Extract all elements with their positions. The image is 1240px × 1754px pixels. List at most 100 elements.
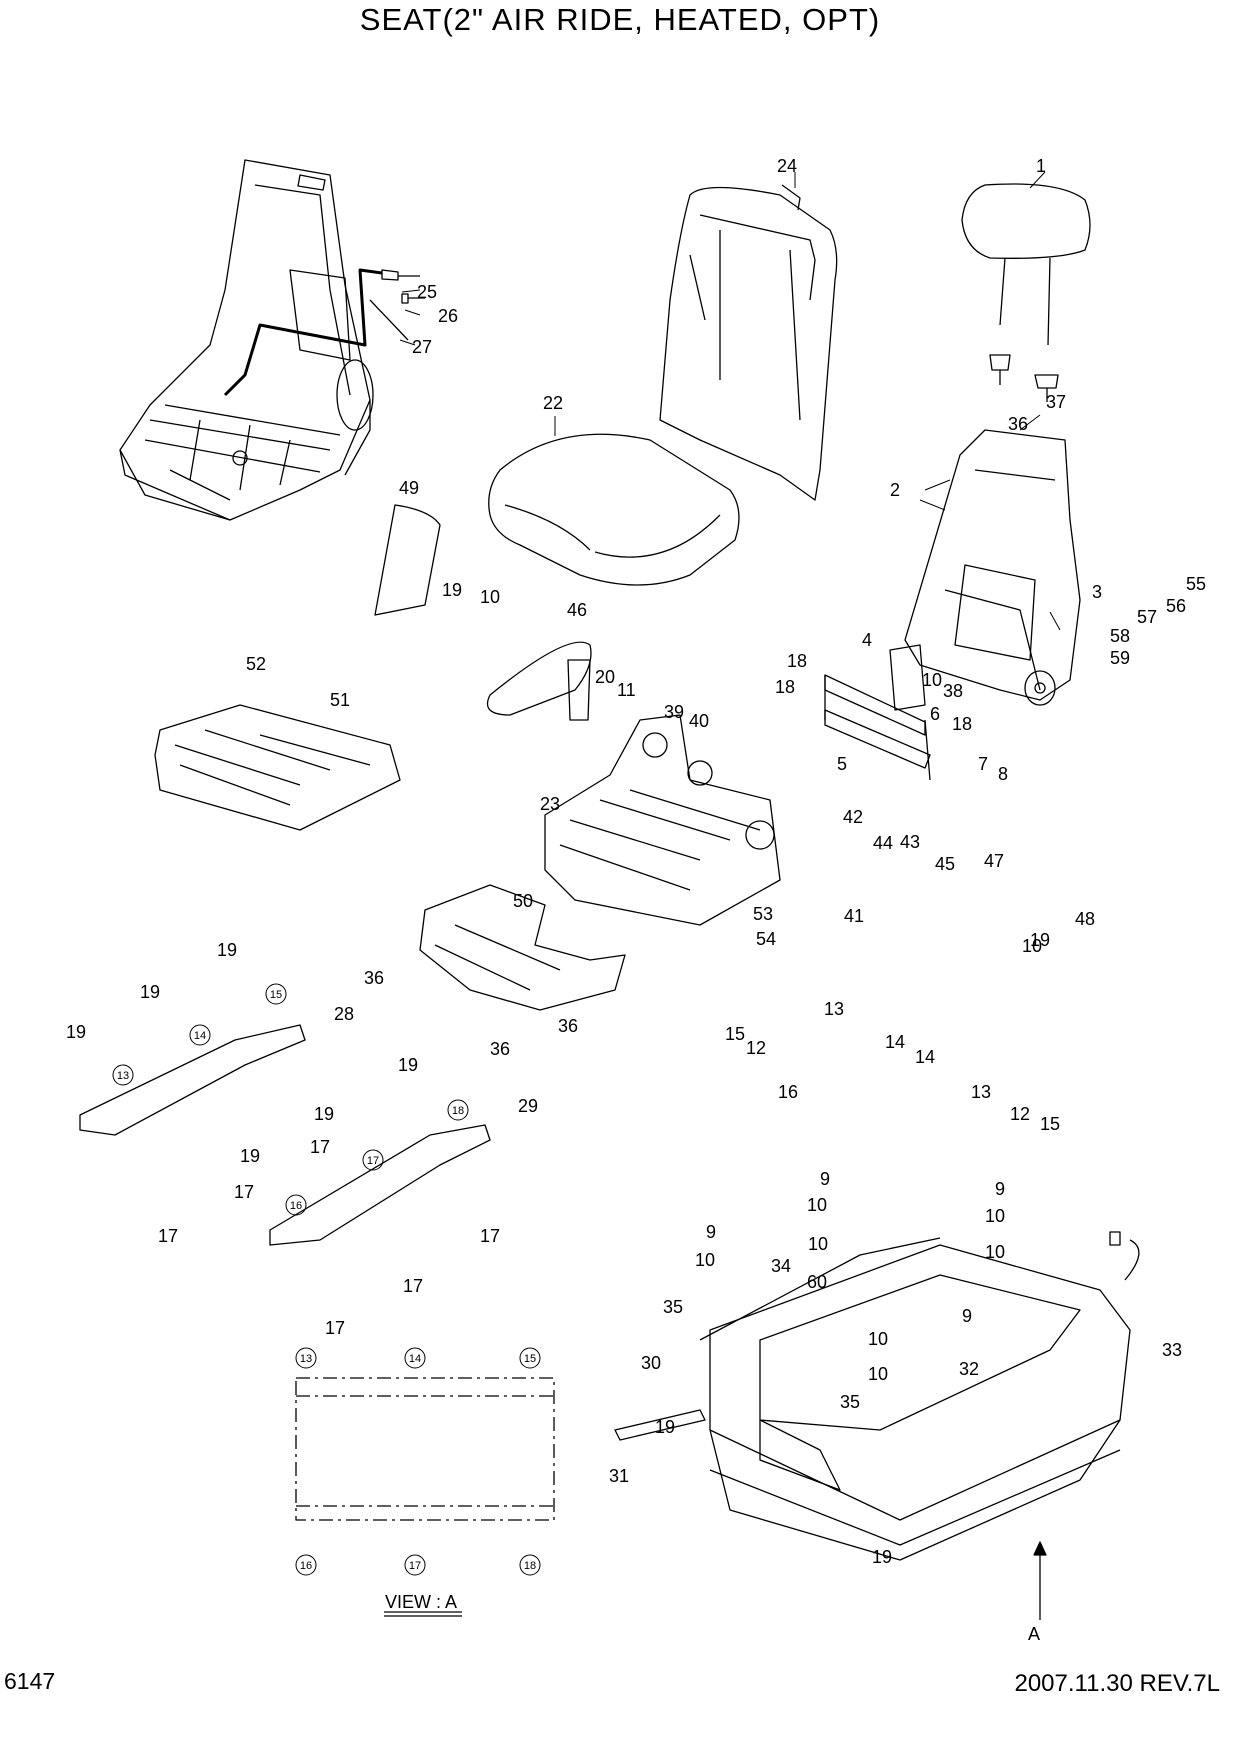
page-number: 6147 — [4, 1668, 56, 1694]
page-title: SEAT(2" AIR RIDE, HEATED, OPT) — [359, 2, 881, 37]
part-callout: 58 — [1110, 626, 1130, 646]
part-callout: 55 — [1186, 574, 1206, 594]
part-callout: 51 — [330, 690, 350, 710]
part-callout: 50 — [513, 891, 533, 911]
part-callout: 19 — [1030, 930, 1050, 950]
part-callout: 10 — [868, 1329, 888, 1349]
part-callout: 41 — [844, 906, 864, 926]
part-callout: 49 — [399, 478, 419, 498]
circle-label: 15 — [524, 1353, 536, 1365]
part-callout: 57 — [1137, 607, 1157, 627]
part-callout: 8 — [998, 764, 1008, 784]
part-callout: 10 — [808, 1234, 828, 1254]
seat-cushion — [488, 433, 740, 586]
part-callout: 17 — [403, 1276, 423, 1296]
part-callout: 19 — [655, 1417, 675, 1437]
part-callout: 24 — [777, 156, 797, 176]
part-callout: 17 — [310, 1137, 330, 1157]
part-callout: 44 — [873, 833, 893, 853]
part-callout: 36 — [364, 968, 384, 988]
part-callout: 37 — [1046, 392, 1066, 412]
part-callout: 17 — [480, 1226, 500, 1246]
part-callout: 9 — [995, 1179, 1005, 1199]
part-callout: 35 — [840, 1392, 860, 1412]
circle-label: 13 — [300, 1353, 312, 1365]
part-callout: 19 — [66, 1022, 86, 1042]
circle-label: 14 — [194, 1030, 206, 1042]
circle-ref-18-view — [519, 1554, 541, 1576]
part-callout: 17 — [158, 1226, 178, 1246]
circle-ref-14-view — [404, 1347, 426, 1369]
part-callout: 30 — [641, 1353, 661, 1373]
part-callout: 14 — [885, 1032, 905, 1052]
part-callout: 7 — [978, 754, 988, 774]
part-callout: 36 — [558, 1016, 578, 1036]
circle-ref-13 — [112, 1064, 134, 1086]
circle-label: 15 — [270, 989, 282, 1001]
part-callout: 10 — [480, 587, 500, 607]
part-callout: 19 — [217, 940, 237, 960]
slide-rail-right — [269, 1124, 491, 1246]
part-callout: 10 — [985, 1242, 1005, 1262]
slide-rail-left — [79, 1024, 306, 1136]
part-callout: 27 — [412, 337, 432, 357]
view-a-label: VIEW : A — [385, 1592, 457, 1612]
part-callout: 19 — [240, 1146, 260, 1166]
part-callout: 4 — [862, 630, 872, 650]
part-callout: 9 — [962, 1306, 972, 1326]
circle-ref-16-view — [295, 1554, 317, 1576]
part-callout: 31 — [609, 1466, 629, 1486]
part-callout: 38 — [943, 681, 963, 701]
circle-label: 18 — [452, 1105, 464, 1117]
seat-pan-foam — [419, 884, 626, 1011]
circle-ref-15 — [265, 983, 287, 1005]
circle-label: 17 — [367, 1155, 379, 1167]
circle-ref-17 — [362, 1149, 384, 1171]
part-callout: 40 — [689, 711, 709, 731]
air-suspension-base — [614, 1231, 1140, 1620]
part-callout: 10 — [985, 1206, 1005, 1226]
part-callout: 36 — [1008, 414, 1028, 434]
circle-ref-15-view — [519, 1347, 541, 1369]
part-callout: 42 — [843, 807, 863, 827]
part-callout: 29 — [518, 1096, 538, 1116]
part-callout: 15 — [1040, 1114, 1060, 1134]
seat-pan-frame — [544, 714, 781, 926]
part-callout: 32 — [959, 1359, 979, 1379]
part-callout: 20 — [595, 667, 615, 687]
part-callout: 45 — [935, 854, 955, 874]
view-a-box — [295, 1377, 555, 1617]
part-callout: 12 — [1010, 1104, 1030, 1124]
part-callout: 10 — [922, 670, 942, 690]
circle-ref-13-view — [295, 1347, 317, 1369]
part-callout: 6 — [930, 704, 940, 724]
part-callout: 43 — [900, 832, 920, 852]
part-callout: 23 — [540, 794, 560, 814]
part-callout: 10 — [868, 1364, 888, 1384]
part-callout: 17 — [234, 1182, 254, 1202]
revision-date: 2007.11.30 REV.7L — [1014, 1670, 1220, 1697]
seat-base-plate — [154, 704, 401, 831]
circle-label: 16 — [290, 1200, 302, 1212]
part-callout: 18 — [787, 651, 807, 671]
part-callout: 36 — [490, 1039, 510, 1059]
seat-back-frame — [904, 429, 1081, 706]
part-callout: 17 — [325, 1318, 345, 1338]
part-callout: 14 — [915, 1047, 935, 1067]
circle-ref-18 — [447, 1099, 469, 1121]
part-callout: 13 — [824, 999, 844, 1019]
part-callout: 5 — [837, 754, 847, 774]
part-callout: 3 — [1092, 582, 1102, 602]
part-callout: 9 — [706, 1222, 716, 1242]
part-callout: 19 — [314, 1104, 334, 1124]
part-callout: 22 — [543, 393, 563, 413]
part-callout: 2 — [890, 480, 900, 500]
part-callout: 60 — [807, 1272, 827, 1292]
part-callout: 53 — [753, 904, 773, 924]
part-callout: 18 — [775, 677, 795, 697]
part-callout: 35 — [663, 1297, 683, 1317]
part-callout: 9 — [820, 1169, 830, 1189]
leader-lines — [399, 171, 1061, 631]
part-callout: 54 — [756, 929, 776, 949]
part-callout: 19 — [442, 580, 462, 600]
